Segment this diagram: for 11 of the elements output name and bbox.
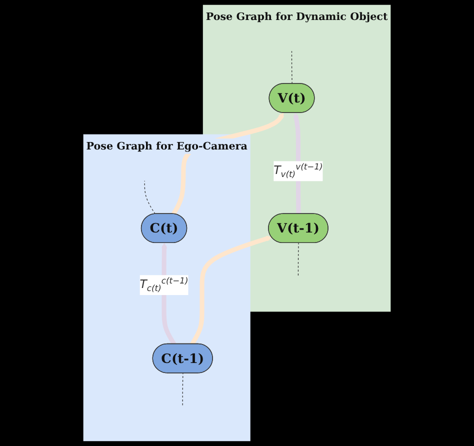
arrow (190, 236, 272, 346)
dashed-line (182, 372, 184, 406)
ellipse-node: V(t) (268, 83, 315, 113)
ellipse-node: C(t-1) (152, 343, 213, 374)
ellipse-node: C(t) (140, 213, 188, 244)
dashed-line (291, 50, 292, 84)
group-title: Pose Graph for Dynamic Object (206, 9, 388, 25)
dashed-line (298, 242, 299, 276)
ellipse-node: V(t-1) (268, 213, 328, 244)
group-title: Pose Graph for Ego-Camera (86, 138, 248, 154)
dashed-line (144, 180, 156, 214)
